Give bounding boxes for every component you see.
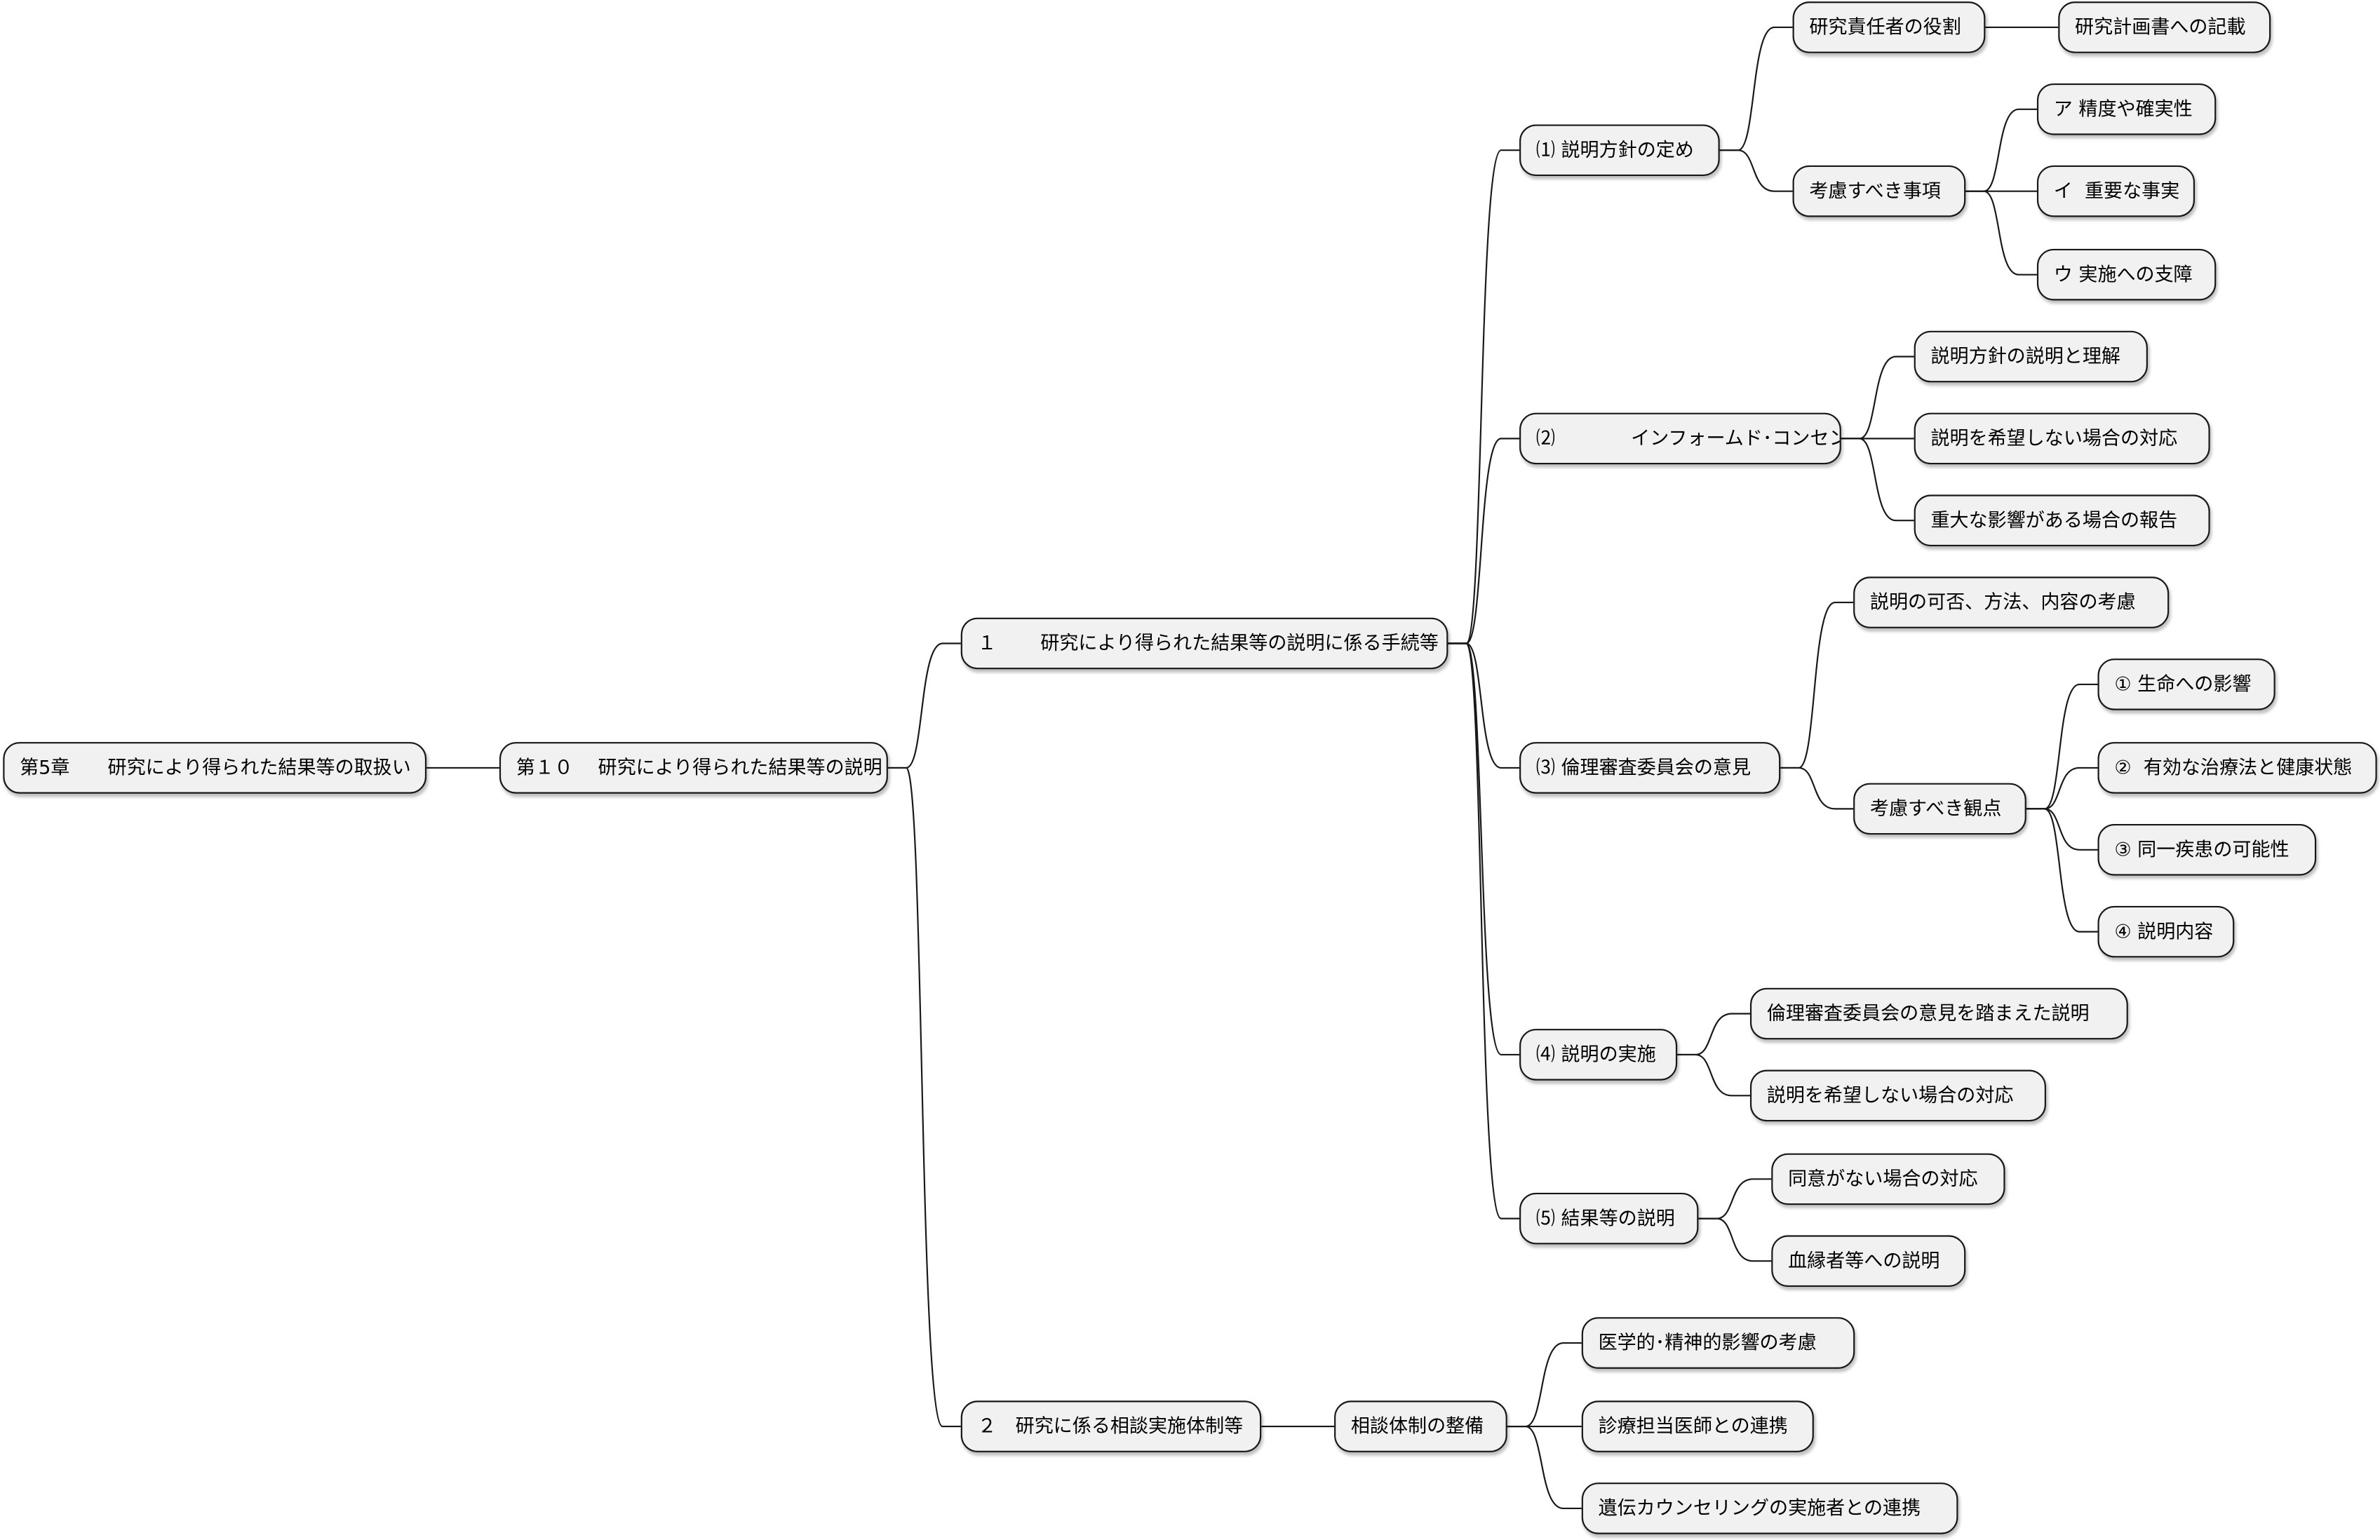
mindmap-node-p4a[interactable]: 倫理審査委員会の意見を踏まえた説明 bbox=[1749, 987, 2128, 1040]
mindmap-node-p3b4[interactable]: ④ 説明内容 bbox=[2097, 905, 2235, 958]
mindmap-node-p3b1[interactable]: ① 生命への影響 bbox=[2097, 658, 2275, 710]
connector-n10-s1 bbox=[887, 642, 961, 769]
mindmap-node-p1a1[interactable]: 研究計画書への記載 bbox=[2058, 1, 2271, 53]
mindmap-node-s2a1[interactable]: 医学的･精神的影響の考慮 bbox=[1581, 1317, 1855, 1369]
connector-s1-p2 bbox=[1448, 438, 1520, 644]
mindmap-node-s2a3[interactable]: 遺伝カウンセリングの実施者との連携 bbox=[1581, 1482, 1958, 1534]
mindmap-node-p3b3[interactable]: ③ 同一疾患の可能性 bbox=[2097, 823, 2317, 876]
connector-p3b-p3b4 bbox=[2026, 808, 2098, 933]
mindmap-node-p3b[interactable]: 考慮すべき観点 bbox=[1853, 783, 2026, 835]
mindmap-node-n10[interactable]: 第１０ 研究により得られた結果等の説明 bbox=[499, 742, 888, 794]
connector-p2-p2c bbox=[1841, 438, 1914, 522]
connector-p5-p5b bbox=[1698, 1217, 1772, 1262]
connector-p3-p3b bbox=[1780, 766, 1854, 810]
connector-p3b-p3b1 bbox=[2026, 683, 2098, 810]
mindmap-node-p2a[interactable]: 説明方針の説明と理解 bbox=[1914, 330, 2148, 383]
mindmap-node-p1[interactable]: ⑴ 説明方針の定め bbox=[1519, 124, 1720, 177]
mindmap-node-s2[interactable]: ２ 研究に係る相談実施体制等 bbox=[960, 1400, 1262, 1452]
mindmap-node-p1a[interactable]: 研究責任者の役割 bbox=[1792, 1, 1986, 53]
mindmap-node-s2a2[interactable]: 診療担当医師との連携 bbox=[1581, 1400, 1814, 1452]
mindmap-node-p4[interactable]: ⑷ 説明の実施 bbox=[1519, 1029, 1678, 1081]
connector-p4-p4a bbox=[1677, 1013, 1750, 1055]
mindmap-node-p1b[interactable]: 考慮すべき事項 bbox=[1792, 165, 1966, 217]
mindmap-node-p4b[interactable]: 説明を希望しない場合の対応 bbox=[1749, 1069, 2046, 1122]
mindmap-node-p2c[interactable]: 重大な影響がある場合の報告 bbox=[1914, 494, 2210, 547]
mindmap-node-p5a[interactable]: 同意がない場合の対応 bbox=[1771, 1153, 2005, 1205]
mindmap-node-s1[interactable]: １ 研究により得られた結果等の説明に係る手続等 bbox=[960, 617, 1448, 670]
mindmap-node-p5b[interactable]: 血縁者等への説明 bbox=[1771, 1235, 1966, 1287]
connector-s1-p1 bbox=[1448, 149, 1520, 644]
mindmap-node-p5[interactable]: ⑸ 結果等の説明 bbox=[1519, 1192, 1699, 1245]
connector-p3b-p3b3 bbox=[2026, 808, 2098, 851]
mindmap-node-p1b2[interactable]: イ 重要な事実 bbox=[2036, 165, 2195, 217]
connector-s1-p3 bbox=[1448, 642, 1520, 769]
connector-s1-p4 bbox=[1448, 642, 1520, 1055]
connector-n10-s2 bbox=[887, 766, 961, 1428]
mindmap-node-p3b2[interactable]: ② 有効な治療法と健康状態 bbox=[2097, 742, 2377, 794]
connector-p4-p4b bbox=[1677, 1053, 1750, 1097]
connector-s2a-s2a1 bbox=[1507, 1342, 1582, 1428]
connector-p2-p2a bbox=[1841, 356, 1914, 440]
mindmap-node-p2[interactable]: ⑵ インフォームド･コンセント bbox=[1519, 412, 1841, 465]
connector-p1-p1b bbox=[1719, 149, 1793, 192]
mindmap-node-s2a[interactable]: 相談体制の整備 bbox=[1334, 1400, 1507, 1452]
connector-p5-p5a bbox=[1698, 1178, 1772, 1220]
connector-s1-p5 bbox=[1448, 642, 1520, 1220]
mindmap-node-p3[interactable]: ⑶ 倫理審査委員会の意見 bbox=[1519, 742, 1781, 794]
mindmap-node-p2b[interactable]: 説明を希望しない場合の対応 bbox=[1914, 412, 2210, 465]
connector-p3-p3a bbox=[1780, 601, 1854, 769]
mindmap-node-p1b3[interactable]: ウ 実施への支障 bbox=[2036, 248, 2217, 301]
connector-p1b-p1b3 bbox=[1965, 190, 2037, 276]
connector-p3b-p3b2 bbox=[2026, 766, 2098, 810]
connector-p1-p1a bbox=[1719, 26, 1793, 151]
mindmap-node-p1b1[interactable]: ア 精度や確実性 bbox=[2036, 83, 2217, 135]
connector-s2a-s2a3 bbox=[1507, 1425, 1582, 1509]
mindmap-node-p3a[interactable]: 説明の可否、方法、内容の考慮 bbox=[1853, 576, 2170, 628]
mindmap-node-root[interactable]: 第5章 研究により得られた結果等の取扱い bbox=[3, 742, 427, 794]
connector-p1b-p1b1 bbox=[1965, 108, 2037, 192]
